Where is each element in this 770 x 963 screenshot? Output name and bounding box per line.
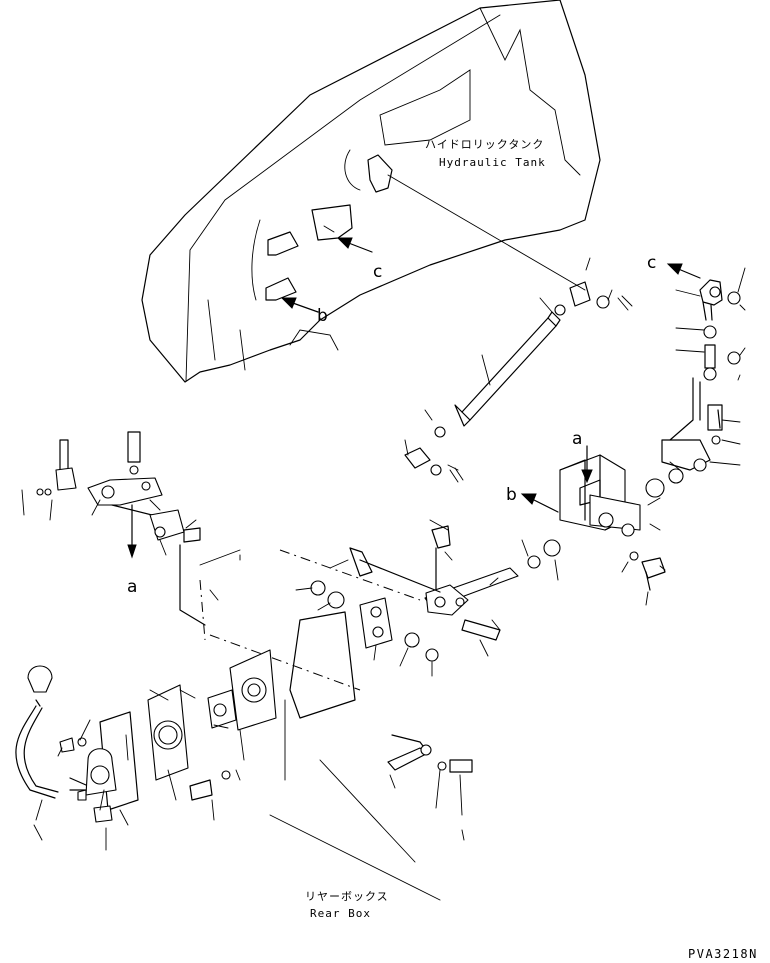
rear-box-label-en: Rear Box: [310, 907, 371, 920]
hydraulic-tank-label-jp: ハイドロリックタンク: [425, 138, 544, 151]
leader-lines: [21, 257, 746, 851]
drawing-reference: PVA3218N: [688, 947, 758, 961]
control-rod: [404, 311, 561, 483]
lever-housing: [59, 737, 117, 823]
callout-c-rod: c: [647, 253, 656, 273]
callout-arrows: [280, 237, 701, 513]
rear-box-label-jp: リヤーボックス: [305, 890, 389, 903]
hydraulic-tank: [141, 0, 601, 383]
coupling-flange: [207, 649, 277, 731]
mounting-plate: [99, 684, 189, 811]
rear-box: [199, 549, 441, 901]
callout-b-tank: b: [317, 306, 328, 326]
shaft-bracket: [310, 580, 439, 662]
tank-brackets: [265, 154, 393, 301]
tank-rod: [387, 174, 633, 316]
callout-a-valve: a: [572, 429, 582, 449]
callout-b-valve: b: [506, 485, 517, 505]
lever-handle: [15, 665, 59, 799]
hydraulic-tank-label-en: Hydraulic Tank: [439, 156, 546, 169]
rod-end-assembly: [661, 279, 741, 472]
left-link: [36, 431, 206, 626]
callout-a-left: a: [127, 577, 137, 597]
lower-lever-arm: [189, 734, 473, 801]
callout-c-tank: c: [373, 262, 382, 282]
control-valve: [559, 409, 721, 591]
